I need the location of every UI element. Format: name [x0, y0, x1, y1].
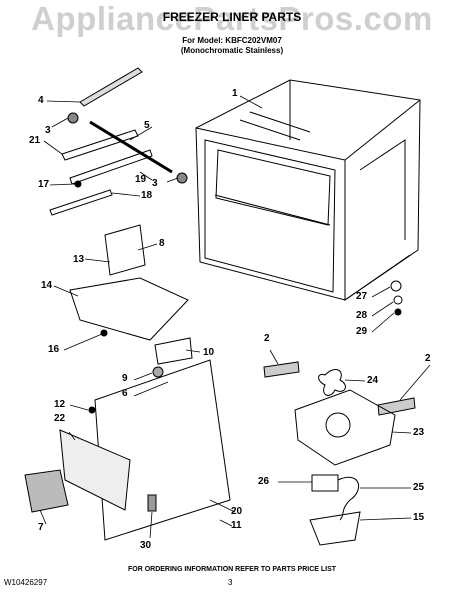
callout-25: 25 [413, 482, 425, 493]
callout-22: 22 [54, 413, 66, 424]
callout-8: 8 [159, 238, 165, 249]
panel-drawing [94, 359, 231, 541]
variant-line: (Monochromatic Stainless) [180, 46, 284, 55]
callout-19: 19 [135, 174, 147, 185]
callout-20: 20 [231, 506, 243, 517]
rod-drawing [89, 120, 173, 174]
screw-12-drawing [88, 406, 96, 414]
switch-drawing [147, 494, 157, 512]
callout-29: 29 [356, 326, 368, 337]
motor-drawing [311, 474, 339, 492]
doc-number: W10426297 [4, 578, 48, 587]
callout-11: 11 [231, 520, 242, 531]
roller-drawing [67, 112, 79, 124]
callout-28: 28 [356, 310, 368, 321]
model-line: For Model: KBFC202VM07 [182, 36, 282, 45]
callout-27: 27 [356, 291, 368, 302]
housing-hole-drawing [325, 412, 351, 438]
leader-lines [39, 95, 431, 539]
callout-1: 1 [232, 88, 238, 99]
page-number: 3 [228, 578, 233, 587]
callout-9: 9 [122, 373, 128, 384]
bracket-15-drawing [309, 511, 361, 546]
strip-drawing [263, 361, 300, 378]
callout-10: 10 [203, 347, 215, 358]
callout-2a: 2 [264, 333, 270, 344]
cover-drawing [24, 469, 69, 513]
callout-23: 23 [413, 427, 425, 438]
rail-drawing [79, 67, 143, 107]
callout-2b: 2 [425, 353, 431, 364]
screw-drawing [74, 180, 82, 188]
pad-drawing [154, 337, 193, 365]
callout-26: 26 [258, 476, 270, 487]
callout-5: 5 [144, 120, 150, 131]
callout-12: 12 [54, 399, 66, 410]
slide-drawing [61, 129, 139, 161]
callout-6: 6 [122, 388, 128, 399]
callout-18: 18 [141, 190, 153, 201]
callout-3a: 3 [45, 125, 51, 136]
callout-3b: 3 [152, 178, 158, 189]
tray-drawing [69, 277, 189, 341]
callout-16: 16 [48, 344, 60, 355]
grommet-drawing [390, 280, 402, 292]
slide-drawing-2 [69, 149, 153, 185]
ordering-note: FOR ORDERING INFORMATION REFER TO PARTS … [127, 566, 337, 573]
screw-16-drawing [100, 329, 108, 337]
freezer-liner-drawing [195, 79, 421, 301]
callout-15: 15 [413, 512, 425, 523]
fan-drawing [318, 369, 346, 396]
rail-lower-drawing [49, 189, 113, 216]
roller-drawing-2 [176, 172, 188, 184]
washer-drawing [393, 295, 403, 305]
strip-drawing-2 [377, 397, 416, 416]
housing-drawing [294, 389, 396, 466]
callout-24: 24 [367, 375, 379, 386]
nut-drawing [394, 308, 402, 316]
harness-drawing [337, 477, 360, 521]
page-title: FREEZER LINER PARTS [162, 10, 302, 24]
callout-14: 14 [41, 280, 53, 291]
callout-21: 21 [29, 135, 41, 146]
callout-7: 7 [38, 522, 44, 533]
callout-4: 4 [38, 95, 44, 106]
knob-drawing [152, 366, 164, 378]
grille-drawing [59, 429, 131, 511]
callout-17: 17 [38, 179, 50, 190]
callout-13: 13 [73, 254, 85, 265]
callout-30: 30 [140, 540, 152, 551]
watermark: AppliancePartsPros.com [31, 0, 433, 37]
